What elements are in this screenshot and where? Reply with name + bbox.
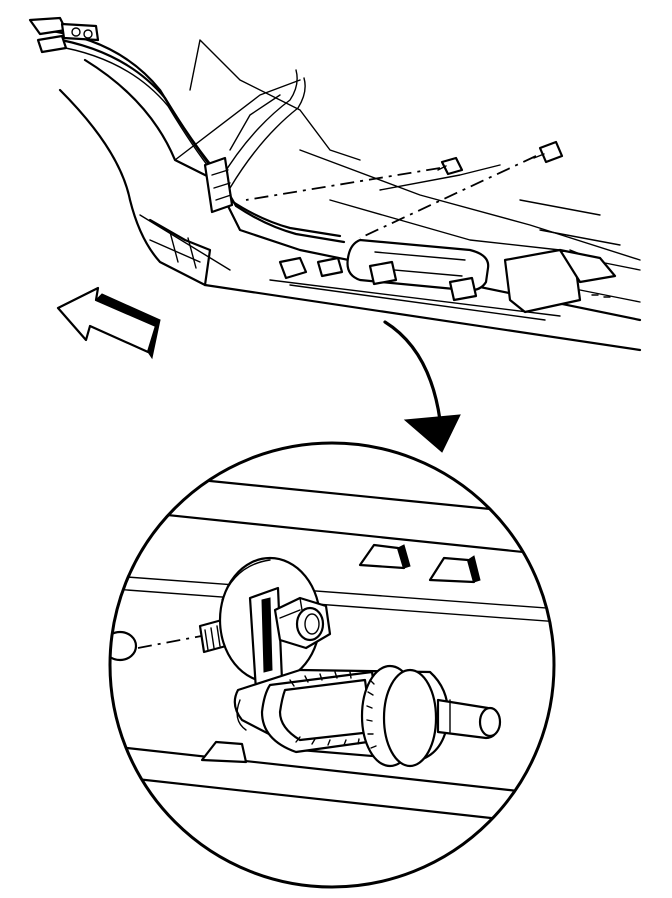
detail-view	[108, 441, 556, 889]
bolt-1-icon	[437, 156, 464, 176]
direction-arrow-icon	[56, 286, 161, 360]
grommet-icon	[289, 664, 438, 768]
bolt-2-icon	[533, 140, 564, 164]
curved-arrow-icon	[383, 320, 461, 453]
underbody-overview	[28, 16, 642, 352]
nut-icon	[273, 596, 332, 650]
